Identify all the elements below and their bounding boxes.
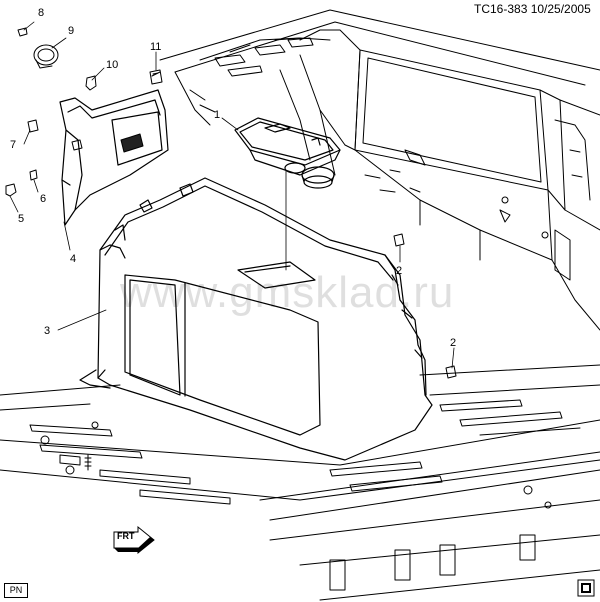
pillar-trim-panel (59, 89, 169, 226)
fastener-clips (5, 27, 457, 379)
callout-2-upper: 2 (396, 265, 403, 277)
callout-5: 5 (18, 213, 25, 225)
callout-6: 6 (40, 193, 47, 205)
callout-9: 9 (68, 25, 75, 37)
drawing-reference: TC16-383 10/25/2005 (474, 2, 591, 16)
front-arrow-label: FRT (117, 531, 135, 541)
speaker-grille (120, 133, 144, 153)
pn-badge: PN (4, 583, 28, 598)
callout-11: 11 (150, 41, 162, 53)
front-direction-arrow (113, 525, 155, 555)
watermark: www.gmsklad.ru (120, 268, 455, 317)
callout-7: 7 (10, 139, 17, 151)
quarter-trim-panel (79, 177, 433, 461)
leader-lines (9, 21, 455, 369)
storage-bin (234, 117, 341, 189)
book-icon (577, 579, 595, 597)
callout-8: 8 (38, 7, 45, 19)
callout-2-lower: 2 (450, 337, 457, 349)
vehicle-body-outline (0, 9, 600, 601)
callout-1: 1 (214, 109, 221, 121)
callout-4: 4 (70, 253, 77, 265)
callout-3: 3 (44, 325, 51, 337)
callout-10: 10 (106, 59, 119, 71)
